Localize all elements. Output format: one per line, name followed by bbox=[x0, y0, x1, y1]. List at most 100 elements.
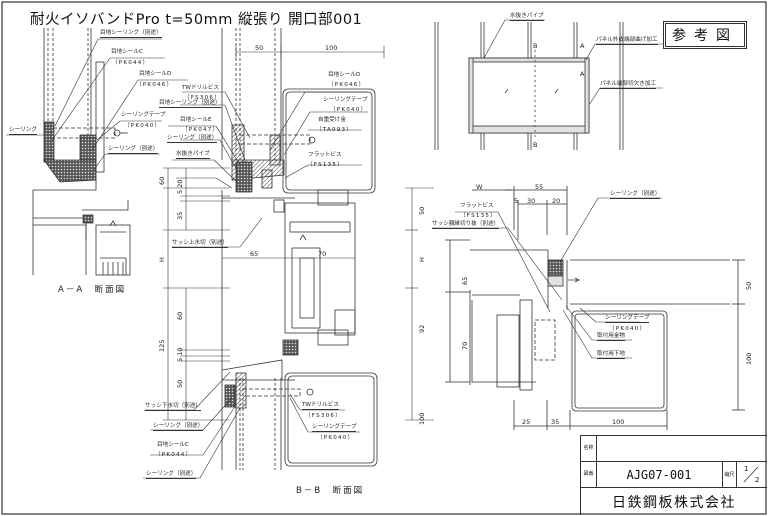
dim-p-30: 30 bbox=[527, 197, 536, 205]
code-joint-seal-e: （PK047） bbox=[182, 127, 220, 133]
title-block: 名称 図番 AJG07-001 縮尺 1 2 日鉄鋼板株式会社 bbox=[580, 435, 767, 515]
dim-p-70: 70 bbox=[461, 341, 469, 350]
label-plan-sealing-separate: シーリング（別途） bbox=[610, 191, 661, 199]
dim-p-55: 55 bbox=[535, 183, 544, 191]
dim-v-20: 20 bbox=[176, 179, 184, 188]
dim-p-20: 20 bbox=[552, 197, 561, 205]
label-sealing-tape-right: シーリングテープ bbox=[323, 97, 368, 103]
dim-v-5b: 5 bbox=[176, 357, 184, 362]
dim-v-5: 5 bbox=[176, 189, 184, 194]
label-bb-sealing-tape: シーリングテープ bbox=[312, 424, 357, 432]
code-sealing-tape-right: （PK040） bbox=[330, 107, 368, 113]
name-header: 名称 bbox=[581, 436, 597, 461]
dim-v-125: 125 bbox=[158, 339, 166, 352]
code-joint-seal-c: （PK044） bbox=[112, 60, 150, 66]
code-plan-sealing-tape: （PK040） bbox=[609, 326, 647, 332]
title-block-name-row: 名称 bbox=[581, 436, 767, 462]
code-bb-joint-seal-c: （PK044） bbox=[155, 452, 193, 458]
label-flat-screw: フラットビス bbox=[308, 152, 342, 158]
dim-h-70: 70 bbox=[318, 250, 327, 258]
label-sealing-separate-2: シーリング（別途） bbox=[167, 135, 218, 143]
label-elev-drain-pipe: 水抜きパイプ bbox=[510, 13, 544, 21]
dim-p-35: 35 bbox=[551, 418, 560, 426]
dim-v-5-20: 5 20 bbox=[176, 180, 184, 195]
label-bb-joint-seal-c: 目地シールC bbox=[157, 442, 189, 448]
elevation bbox=[434, 22, 624, 150]
dim-top-50: 50 bbox=[255, 44, 264, 52]
scale-numerator: 1 bbox=[744, 465, 749, 473]
company-name: 日鉄鋼板株式会社 bbox=[612, 494, 736, 511]
dim-v-60: 60 bbox=[158, 176, 166, 185]
label-bb-sealing-separate-2: シーリング（別途） bbox=[146, 471, 197, 479]
dim-v-10: 10 bbox=[176, 347, 184, 356]
code-self-weight-bracket: （TA093） bbox=[316, 127, 354, 133]
dim-v-35: 35 bbox=[176, 211, 184, 220]
dim-p-5: 5 bbox=[514, 197, 519, 205]
label-tw-drill-screw: TWドリルビス bbox=[182, 85, 219, 91]
label-joint-sealing: 目地シーリング（別途） bbox=[100, 30, 162, 38]
label-joint-seal-d-right: 目地シールD bbox=[328, 72, 361, 78]
leaders-elev bbox=[483, 19, 663, 106]
code-joint-seal-d-right: （PK046） bbox=[328, 82, 366, 88]
section-bb-title: B－B 断面図 bbox=[296, 486, 365, 496]
dim-top-100: 100 bbox=[325, 44, 338, 52]
code-flat-screw: （FS135） bbox=[307, 162, 344, 168]
title-block-number-row: 図番 AJG07-001 縮尺 1 2 bbox=[581, 462, 767, 488]
label-bb-sealing-separate-1: シーリング（別途） bbox=[153, 423, 204, 431]
label-mounting-base: 取付用下地 bbox=[597, 351, 625, 359]
leaders-aa bbox=[6, 38, 188, 171]
dim-r-H: H bbox=[418, 257, 426, 262]
dim-p-50: 50 bbox=[745, 281, 753, 290]
scale-header: 縮尺 bbox=[722, 462, 737, 487]
drawing-number: AJG07-001 bbox=[626, 467, 692, 482]
label-panel-outer-edge-bend: パネル外皮端部曲げ加工 bbox=[596, 37, 658, 45]
drawing-no-header: 図番 bbox=[581, 462, 597, 487]
label-bb-tw-drill-screw: TWドリルビス bbox=[302, 402, 339, 410]
scale-value: 1 2 bbox=[736, 462, 766, 487]
mark-b-bottom: B bbox=[533, 141, 538, 149]
dim-r-92: 92 bbox=[418, 324, 426, 333]
section-aa bbox=[32, 28, 131, 276]
code-plan-flat-screw: （FS135） bbox=[460, 213, 497, 219]
dim-v-60b: 60 bbox=[176, 311, 184, 320]
dim-r-50: 50 bbox=[418, 206, 426, 215]
drawing-title: 耐火イソバンドPro t=50mm 縦張り 開口部001 bbox=[30, 12, 363, 28]
dim-p-W: W bbox=[476, 183, 483, 191]
dim-r-100: 100 bbox=[418, 412, 426, 425]
label-joint-seal-c: 目地シールC bbox=[111, 49, 143, 55]
dim-h-65: 65 bbox=[250, 250, 259, 258]
code-bb-sealing-tape: （PK040） bbox=[317, 435, 355, 441]
label-plan-sealing-tape: シーリングテープ bbox=[605, 315, 650, 323]
code-sealing-tape: （PK040） bbox=[124, 123, 162, 129]
code-tw-drill-screw: （FS306） bbox=[184, 95, 221, 101]
mark-a-bottom: A bbox=[580, 70, 585, 78]
label-drain-pipe: 水抜きパイプ bbox=[176, 151, 210, 159]
section-bb bbox=[221, 28, 378, 470]
scale-denominator: 2 bbox=[755, 476, 760, 484]
label-plan-flat-screw: フラットビス bbox=[460, 203, 494, 209]
label-sash-top-flashing: サッシ上水切（別途） bbox=[172, 240, 228, 248]
code-joint-seal-d: （PK046） bbox=[136, 82, 174, 88]
mark-b-top: B bbox=[533, 42, 538, 50]
section-aa-title: A－A 断面図 bbox=[58, 285, 127, 295]
label-mounting-hardware: 取付用金物 bbox=[597, 333, 625, 341]
label-joint-seal-d: 目地シールD bbox=[139, 71, 172, 77]
dim-p-65: 65 bbox=[461, 276, 469, 285]
code-bb-tw-drill-screw: （FS306） bbox=[305, 413, 342, 419]
label-sealing: シーリング bbox=[9, 127, 37, 135]
label-sash-frame-cut: サッシ額縁切り抜（別途） bbox=[432, 221, 500, 229]
dim-v-50: 50 bbox=[176, 379, 184, 388]
mark-a-top: A bbox=[580, 42, 585, 50]
dim-p-100b: 100 bbox=[612, 418, 625, 426]
dims-bb bbox=[163, 46, 434, 421]
dim-p-25: 25 bbox=[522, 418, 531, 426]
dim-v-5-10: 5 10 bbox=[176, 348, 184, 363]
label-panel-edge-notch: パネル端部切欠き加工 bbox=[600, 81, 656, 89]
label-joint-seal-e: 目地シールE bbox=[180, 117, 212, 123]
label-sealing-tape: シーリングテープ bbox=[121, 112, 166, 118]
label-sealing-separate: シーリング（別途） bbox=[108, 146, 159, 154]
dim-v-H: H bbox=[158, 257, 166, 262]
